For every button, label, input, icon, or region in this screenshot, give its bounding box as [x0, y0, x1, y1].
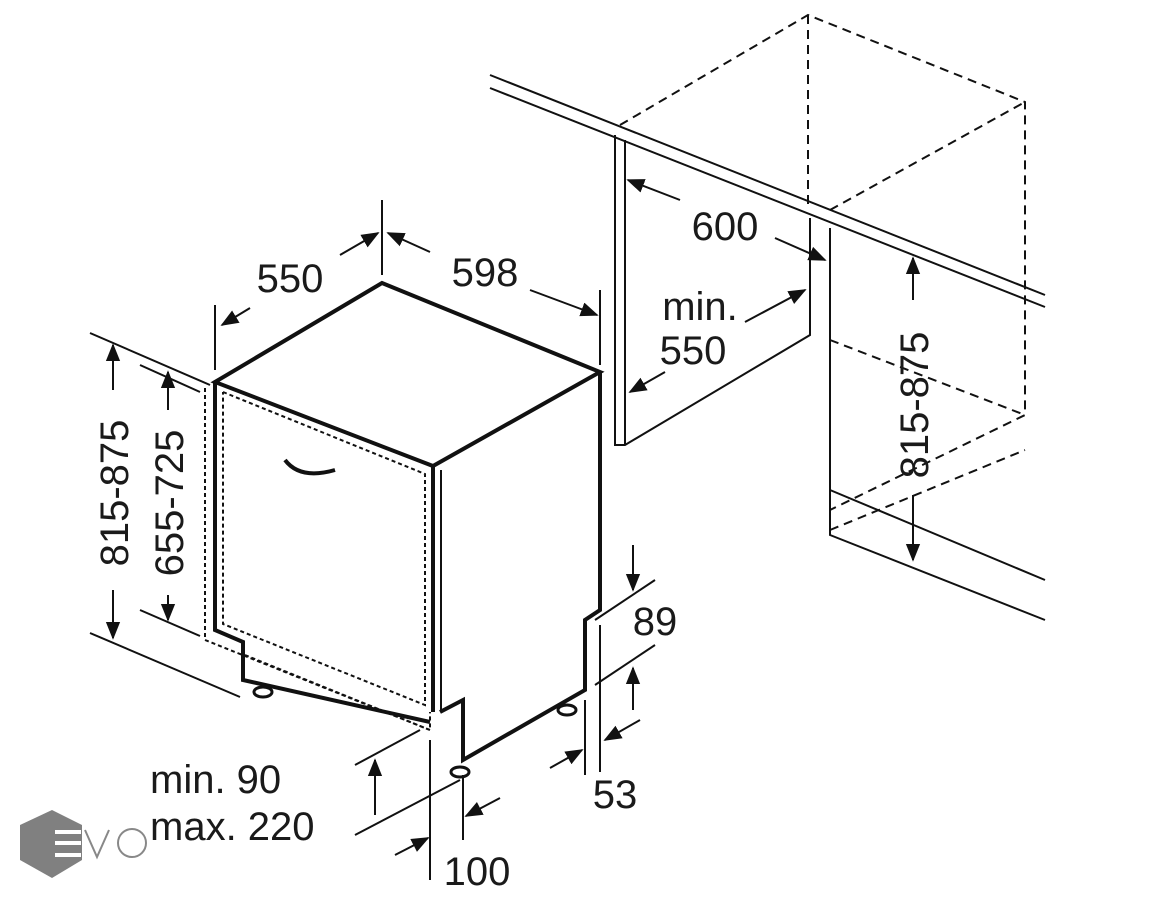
plinth-top-label: 89: [633, 600, 678, 644]
unit-height-label: 815-875: [93, 420, 137, 567]
evo-watermark-logo: [20, 810, 147, 878]
width-label: 598: [452, 251, 519, 295]
foot: [252, 685, 274, 699]
niche-width-label: 600: [692, 205, 759, 249]
door-handle: [283, 458, 336, 476]
dimension-lines: [89, 179, 921, 880]
kitchen-niche: [489, 13, 1046, 621]
depth-label: 550: [257, 257, 324, 301]
plinth-max-label: max. 220: [150, 805, 315, 849]
niche-depth-min-label: min.: [662, 285, 738, 329]
dishwasher: [204, 280, 605, 779]
door-height-label: 655-725: [148, 430, 192, 577]
foot: [449, 765, 471, 779]
niche-height-label: 815-875: [893, 332, 937, 479]
niche-depth-value: 550: [660, 329, 727, 373]
plinth-bottom-label: 53: [593, 773, 638, 817]
foot: [556, 703, 578, 717]
plinth-min-label: min. 90: [150, 758, 281, 802]
plinth-depth-label: 100: [444, 850, 511, 894]
